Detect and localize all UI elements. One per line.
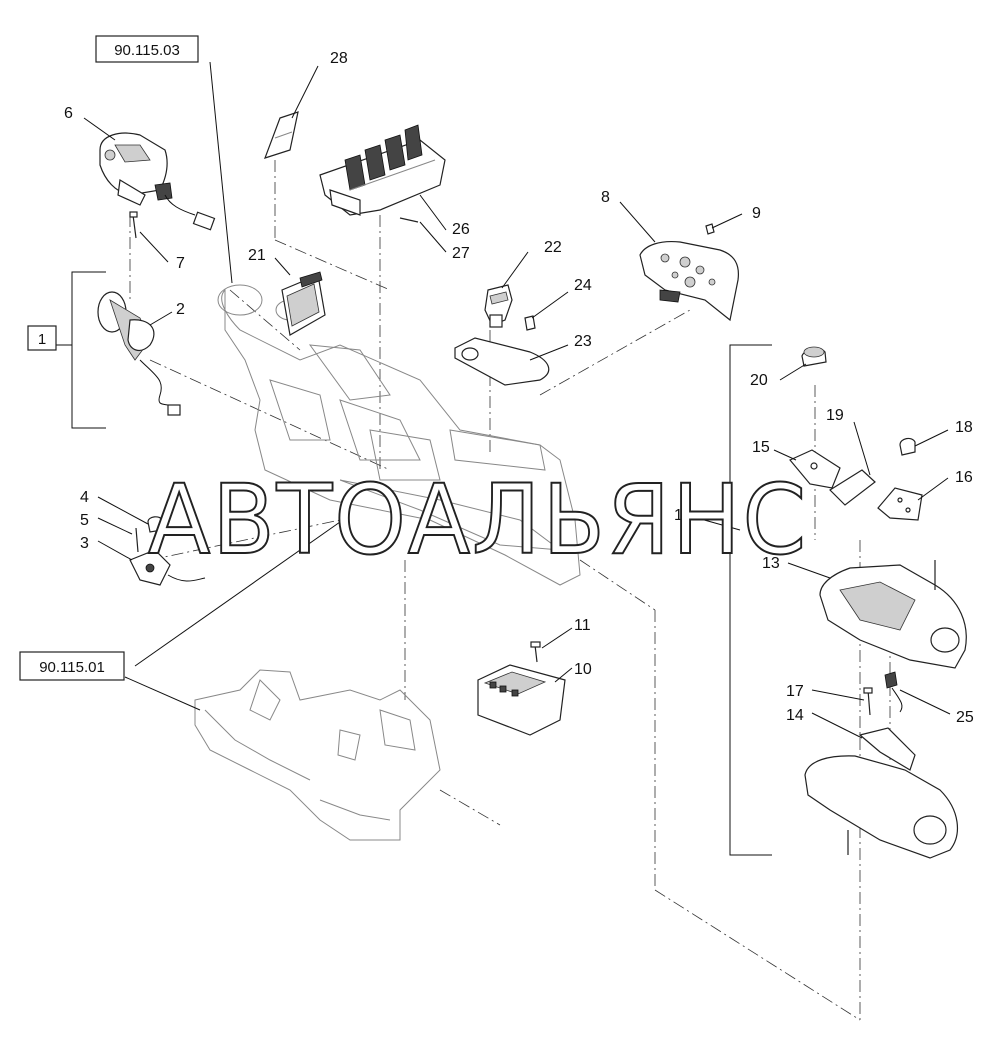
- plate-part-16: [877, 487, 923, 521]
- part-label-9: 9: [752, 205, 761, 222]
- connector-part-25: [884, 671, 903, 713]
- part-label-10: 10: [574, 661, 592, 678]
- knob-part-20: [801, 346, 827, 367]
- part-label-21: 21: [248, 247, 266, 264]
- ref-box-text: 90.115.01: [39, 659, 105, 676]
- part-labels: 28 6 7 2 21 26 27 22 24 23 8 9 20 19 15 …: [64, 50, 974, 726]
- strip-part-19: [829, 469, 876, 506]
- part-label-8: 8: [601, 189, 610, 206]
- plug-part-24: [524, 315, 536, 331]
- part-label-19: 19: [826, 407, 844, 424]
- part-label-2: 2: [176, 301, 185, 318]
- part-label-28: 28: [330, 50, 348, 67]
- part-label-25: 25: [956, 709, 974, 726]
- console-ghost-outline: [217, 284, 581, 586]
- pin-part-5: [135, 527, 139, 553]
- part-label-17: 17: [786, 683, 804, 700]
- part-label-18: 18: [955, 419, 973, 436]
- part-label-5: 5: [80, 512, 89, 529]
- part-label-13: 13: [762, 555, 780, 572]
- part-label-26: 26: [452, 221, 470, 238]
- leader-lines: [83, 61, 951, 739]
- part-label-27: 27: [452, 245, 470, 262]
- part-label-23: 23: [574, 333, 592, 350]
- part-label-14: 14: [786, 707, 804, 724]
- part-label-12: 12: [674, 507, 692, 524]
- bracket-part-23: [454, 337, 550, 386]
- part-label-3: 3: [80, 535, 89, 552]
- insert-part-28: [264, 111, 299, 159]
- screw-part-11: [530, 641, 541, 663]
- plug-part-22: [484, 284, 513, 328]
- part-label-15: 15: [752, 439, 770, 456]
- armrest-top-part-13: [819, 560, 967, 669]
- knob-part-4: [147, 516, 163, 533]
- joystick-part-6: [99, 132, 216, 231]
- part-label-7: 7: [176, 255, 185, 272]
- part-label-20: 20: [750, 372, 768, 389]
- part-label-11: 11: [574, 617, 591, 634]
- screw-part-9: [705, 223, 715, 235]
- screw-part-7: [129, 211, 138, 239]
- part-label-16: 16: [955, 469, 973, 486]
- armrest-group-bracket: [729, 344, 772, 856]
- cap-part-18: [899, 437, 916, 456]
- part-label-24: 24: [574, 277, 592, 294]
- relay-module-part-10: [477, 664, 566, 736]
- group-1-bracket: [56, 271, 106, 429]
- part-label-4: 4: [80, 489, 89, 506]
- ref-box-text: 90.115.03: [114, 42, 180, 59]
- part-label-22: 22: [544, 239, 562, 256]
- plate-part-15: [789, 449, 841, 489]
- ref-box-text: 1: [38, 331, 46, 348]
- lower-console-housing: [194, 669, 441, 841]
- ref-box-1: 1: [27, 325, 57, 351]
- screw-part-17: [863, 687, 873, 716]
- joystick-base-part-2: [97, 291, 181, 416]
- part-label-6: 6: [64, 105, 73, 122]
- display-part-21: [281, 271, 326, 336]
- switch-panel-part-26: [319, 124, 446, 216]
- control-panel-part-8: [639, 240, 740, 322]
- screw-part-27: [399, 217, 419, 223]
- assembly-lines: [129, 160, 891, 1021]
- ref-box-90-115-01: 90.115.01: [19, 651, 125, 681]
- bracket-part-3: [129, 549, 206, 586]
- armrest-base-part-14: [804, 727, 958, 859]
- watermark-text: АВТОАЛЬЯНС: [148, 464, 808, 576]
- ref-box-90-115-03: 90.115.03: [95, 35, 199, 63]
